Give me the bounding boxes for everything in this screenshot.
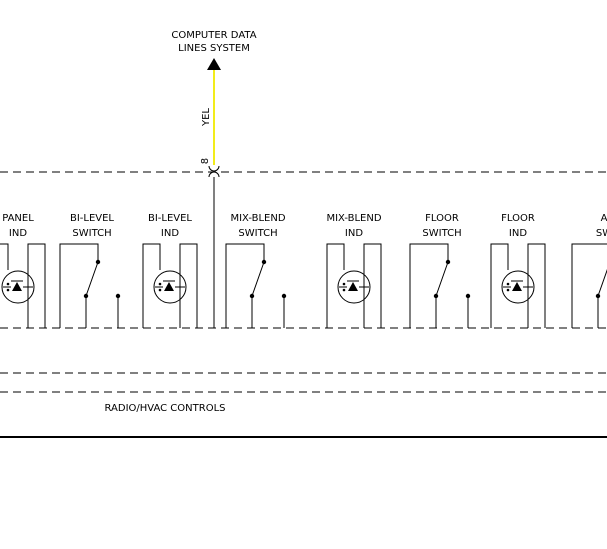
indicator-lamp-icon xyxy=(1,270,35,304)
led-dot-icon xyxy=(342,288,346,292)
component-sublabel-3: SWITCH xyxy=(238,228,277,239)
switch-lead-7 xyxy=(571,243,607,328)
title-line-2: LINES SYSTEM xyxy=(178,43,250,54)
component-label-7: A xyxy=(601,213,607,224)
component-sublabel-2: IND xyxy=(161,228,179,239)
switch-blade-icon xyxy=(85,261,99,297)
component-label-1: BI-LEVEL xyxy=(70,213,114,224)
pin-label: 8 xyxy=(200,158,211,164)
component-label-5: FLOOR xyxy=(425,213,459,224)
switch-pivot-icon xyxy=(261,259,267,265)
led-dot-icon xyxy=(6,282,10,286)
led-triangle-icon xyxy=(348,282,358,291)
title-line-1: COMPUTER DATA xyxy=(171,30,256,41)
component-label-0: PANEL xyxy=(2,213,34,224)
switch-pivot-icon xyxy=(445,259,451,265)
switch-lead-1 xyxy=(59,243,99,328)
component-label-2: BI-LEVEL xyxy=(148,213,192,224)
arrow-up-icon xyxy=(207,58,221,70)
led-triangle-icon xyxy=(12,282,22,291)
led-dot-icon xyxy=(342,282,346,286)
led-dot-icon xyxy=(6,288,10,292)
indicator-lead-right-6 xyxy=(527,243,546,328)
led-triangle-icon xyxy=(512,282,522,291)
wire-color-label: YEL xyxy=(201,108,212,127)
component-sublabel-0: IND xyxy=(9,228,27,239)
indicator-lead-left-2 xyxy=(142,243,161,328)
component-sublabel-6: IND xyxy=(509,228,527,239)
led-dot-icon xyxy=(158,288,162,292)
component-sublabel-4: IND xyxy=(345,228,363,239)
led-dot-icon xyxy=(158,282,162,286)
switch-blade-icon xyxy=(251,261,265,297)
indicator-lamp-icon xyxy=(337,270,371,304)
indicator-lead-left-6 xyxy=(490,243,509,328)
connector-pin-lower-icon xyxy=(208,171,220,178)
led-triangle-icon xyxy=(164,282,174,291)
switch-pivot-icon xyxy=(95,259,101,265)
led-dot-icon xyxy=(506,282,510,286)
footer-label: RADIO/HVAC CONTROLS xyxy=(104,403,225,414)
indicator-lead-right-4 xyxy=(363,243,382,328)
switch-blade-icon xyxy=(435,261,449,297)
component-sublabel-5: SWITCH xyxy=(422,228,461,239)
indicator-lead-left-4 xyxy=(326,243,345,328)
indicator-lead-left-0 xyxy=(0,243,9,270)
component-label-6: FLOOR xyxy=(501,213,535,224)
connector-pin-icon xyxy=(208,165,220,172)
component-sublabel-1: SWITCH xyxy=(72,228,111,239)
switch-lead-5 xyxy=(409,243,449,328)
component-label-3: MIX-BLEND xyxy=(230,213,285,224)
component-sublabel-7: SW xyxy=(596,228,607,239)
components-group: PANEL IND BI-LEVEL SWITCH BI-LEVEL IND MIX-BLE… xyxy=(0,213,607,328)
switch-lead-3 xyxy=(225,243,265,328)
indicator-lamp-icon xyxy=(153,270,187,304)
switch-blade-icon xyxy=(597,268,607,297)
indicator-lead-right-0 xyxy=(27,243,46,328)
indicator-lamp-icon xyxy=(501,270,535,304)
component-label-4: MIX-BLEND xyxy=(326,213,381,224)
led-dot-icon xyxy=(506,288,510,292)
indicator-lead-right-2 xyxy=(179,243,198,328)
